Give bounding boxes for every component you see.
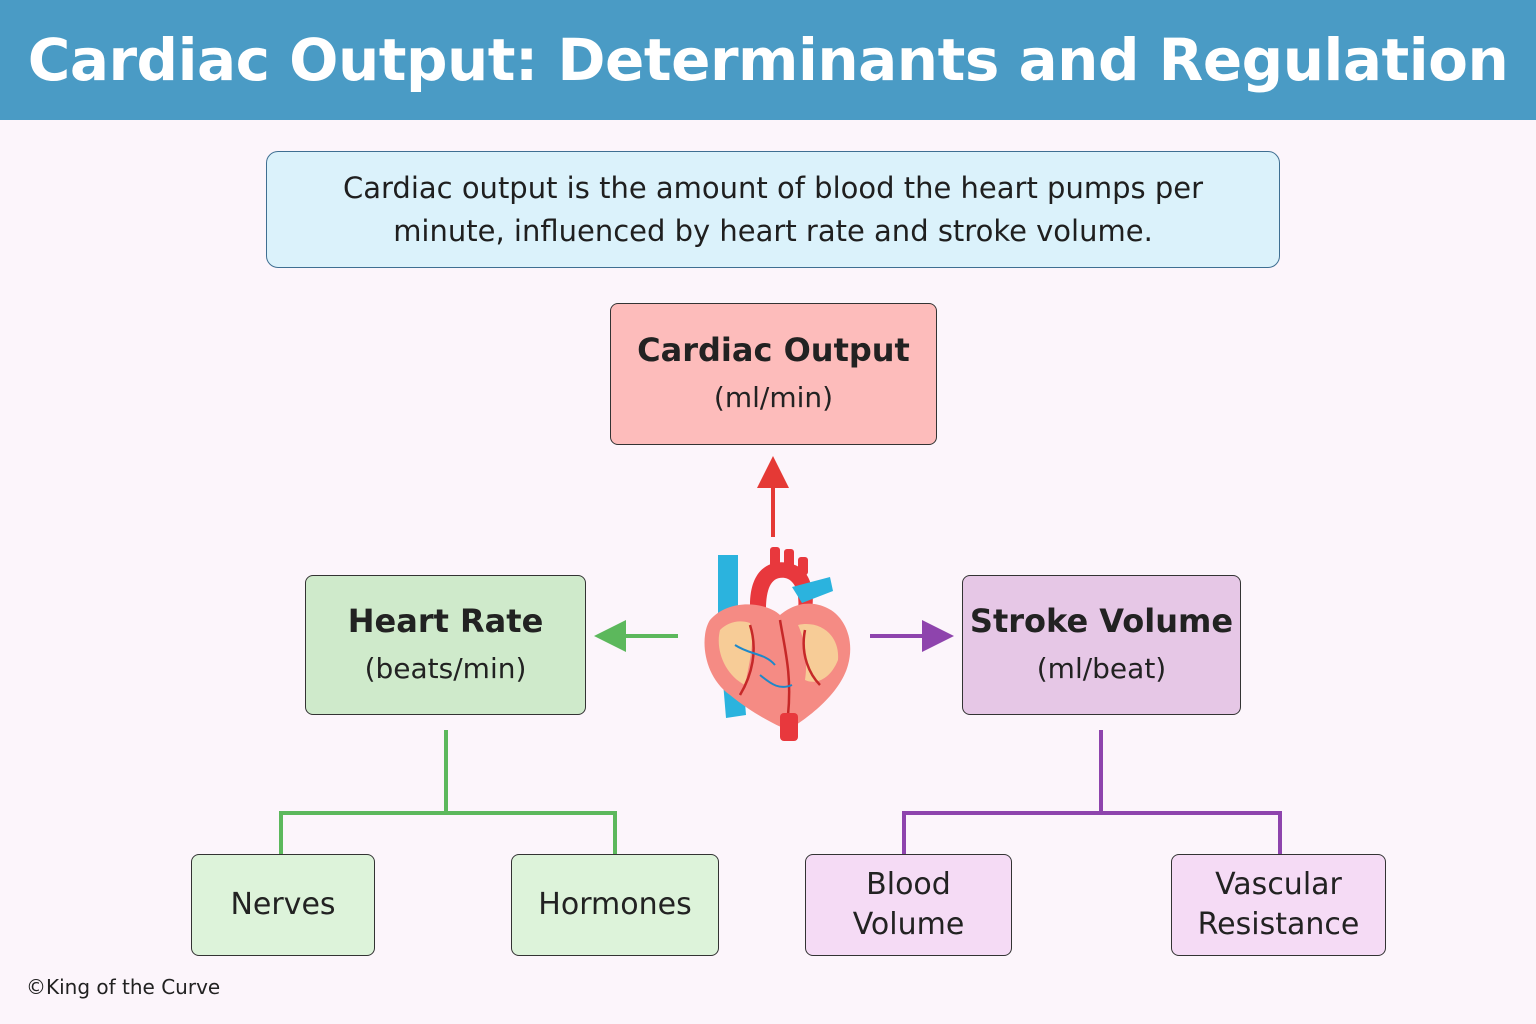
blood-volume-box: Blood Volume [805, 854, 1012, 956]
stroke-volume-box: Stroke Volume (ml/beat) [962, 575, 1241, 715]
heart-rate-title: Heart Rate [347, 602, 544, 640]
stroke-volume-branch [902, 730, 1282, 854]
heart-icon [704, 547, 851, 741]
page-title: Cardiac Output: Determinants and Regulat… [27, 26, 1509, 94]
hormones-label: Hormones [538, 887, 692, 922]
cardiac-output-unit: (ml/min) [713, 381, 834, 414]
stroke-volume-unit: (ml/beat) [1036, 652, 1167, 685]
nerves-box: Nerves [191, 854, 375, 956]
header-bar: Cardiac Output: Determinants and Regulat… [0, 0, 1536, 120]
copyright-text: ©King of the Curve [26, 975, 221, 999]
cardiac-output-title: Cardiac Output [637, 331, 910, 369]
intro-box: Cardiac output is the amount of blood th… [266, 151, 1280, 268]
heart-rate-branch [279, 730, 617, 854]
cardiac-output-box: Cardiac Output (ml/min) [610, 303, 937, 445]
heart-rate-box: Heart Rate (beats/min) [305, 575, 586, 715]
vascular-resistance-box: Vascular Resistance [1171, 854, 1386, 956]
blood-volume-label: Blood Volume [852, 867, 965, 942]
hormones-box: Hormones [511, 854, 719, 956]
heart-rate-unit: (beats/min) [364, 652, 527, 685]
nerves-label: Nerves [230, 887, 336, 922]
vascular-resistance-label: Vascular Resistance [1197, 867, 1360, 942]
stroke-volume-title: Stroke Volume [969, 602, 1234, 640]
intro-text: Cardiac output is the amount of blood th… [342, 170, 1204, 248]
